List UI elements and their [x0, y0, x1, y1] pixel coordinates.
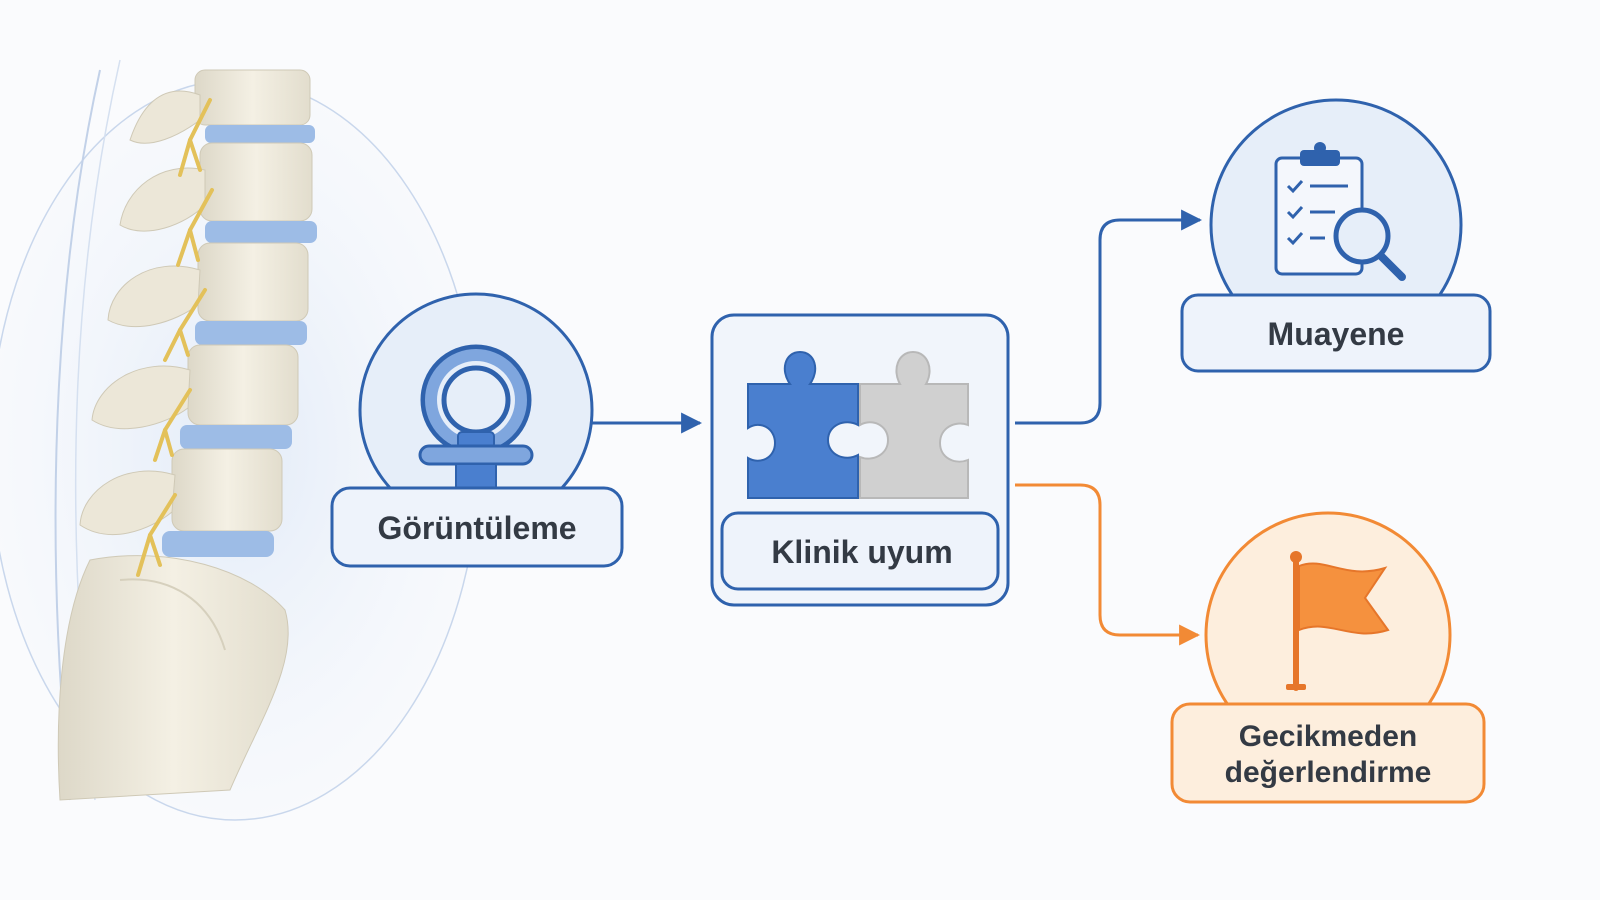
clinical-label: Klinik uyum — [771, 534, 952, 570]
clipboard-search-icon — [1274, 142, 1406, 281]
node-clinical[interactable]: Klinik uyum — [710, 313, 1010, 607]
node-imaging[interactable]: Görüntüleme — [330, 292, 624, 568]
vertebra-5 — [79, 448, 283, 535]
vertebra-1 — [129, 69, 311, 144]
puzzle-icon — [747, 350, 969, 499]
connectors — [592, 209, 1203, 646]
vertebra-3 — [107, 242, 309, 328]
nerve-roots — [136, 98, 214, 577]
disc-3 — [195, 321, 307, 345]
node-urgent[interactable]: Gecikmeden değerlendirme — [1170, 511, 1486, 804]
edge-clinical-to-urgent — [1015, 483, 1201, 646]
spine-illustration — [0, 59, 481, 821]
urgent-label-line2: değerlendirme — [1225, 756, 1432, 789]
vertebra-4 — [91, 344, 299, 430]
disc-2 — [205, 221, 317, 243]
vertebra-2 — [119, 142, 313, 232]
mri-scanner-icon — [418, 344, 534, 491]
sacrum — [57, 555, 289, 801]
exam-label: Muayene — [1268, 316, 1405, 352]
disc-1 — [205, 125, 315, 143]
edge-clinical-to-exam — [1015, 209, 1203, 425]
imaging-label: Görüntüleme — [377, 510, 576, 546]
flag-icon — [1286, 551, 1390, 691]
disc-4 — [180, 425, 292, 449]
node-exam[interactable]: Muayene — [1180, 98, 1492, 373]
urgent-label-line1: Gecikmeden — [1239, 720, 1417, 753]
disc-5 — [162, 531, 274, 557]
